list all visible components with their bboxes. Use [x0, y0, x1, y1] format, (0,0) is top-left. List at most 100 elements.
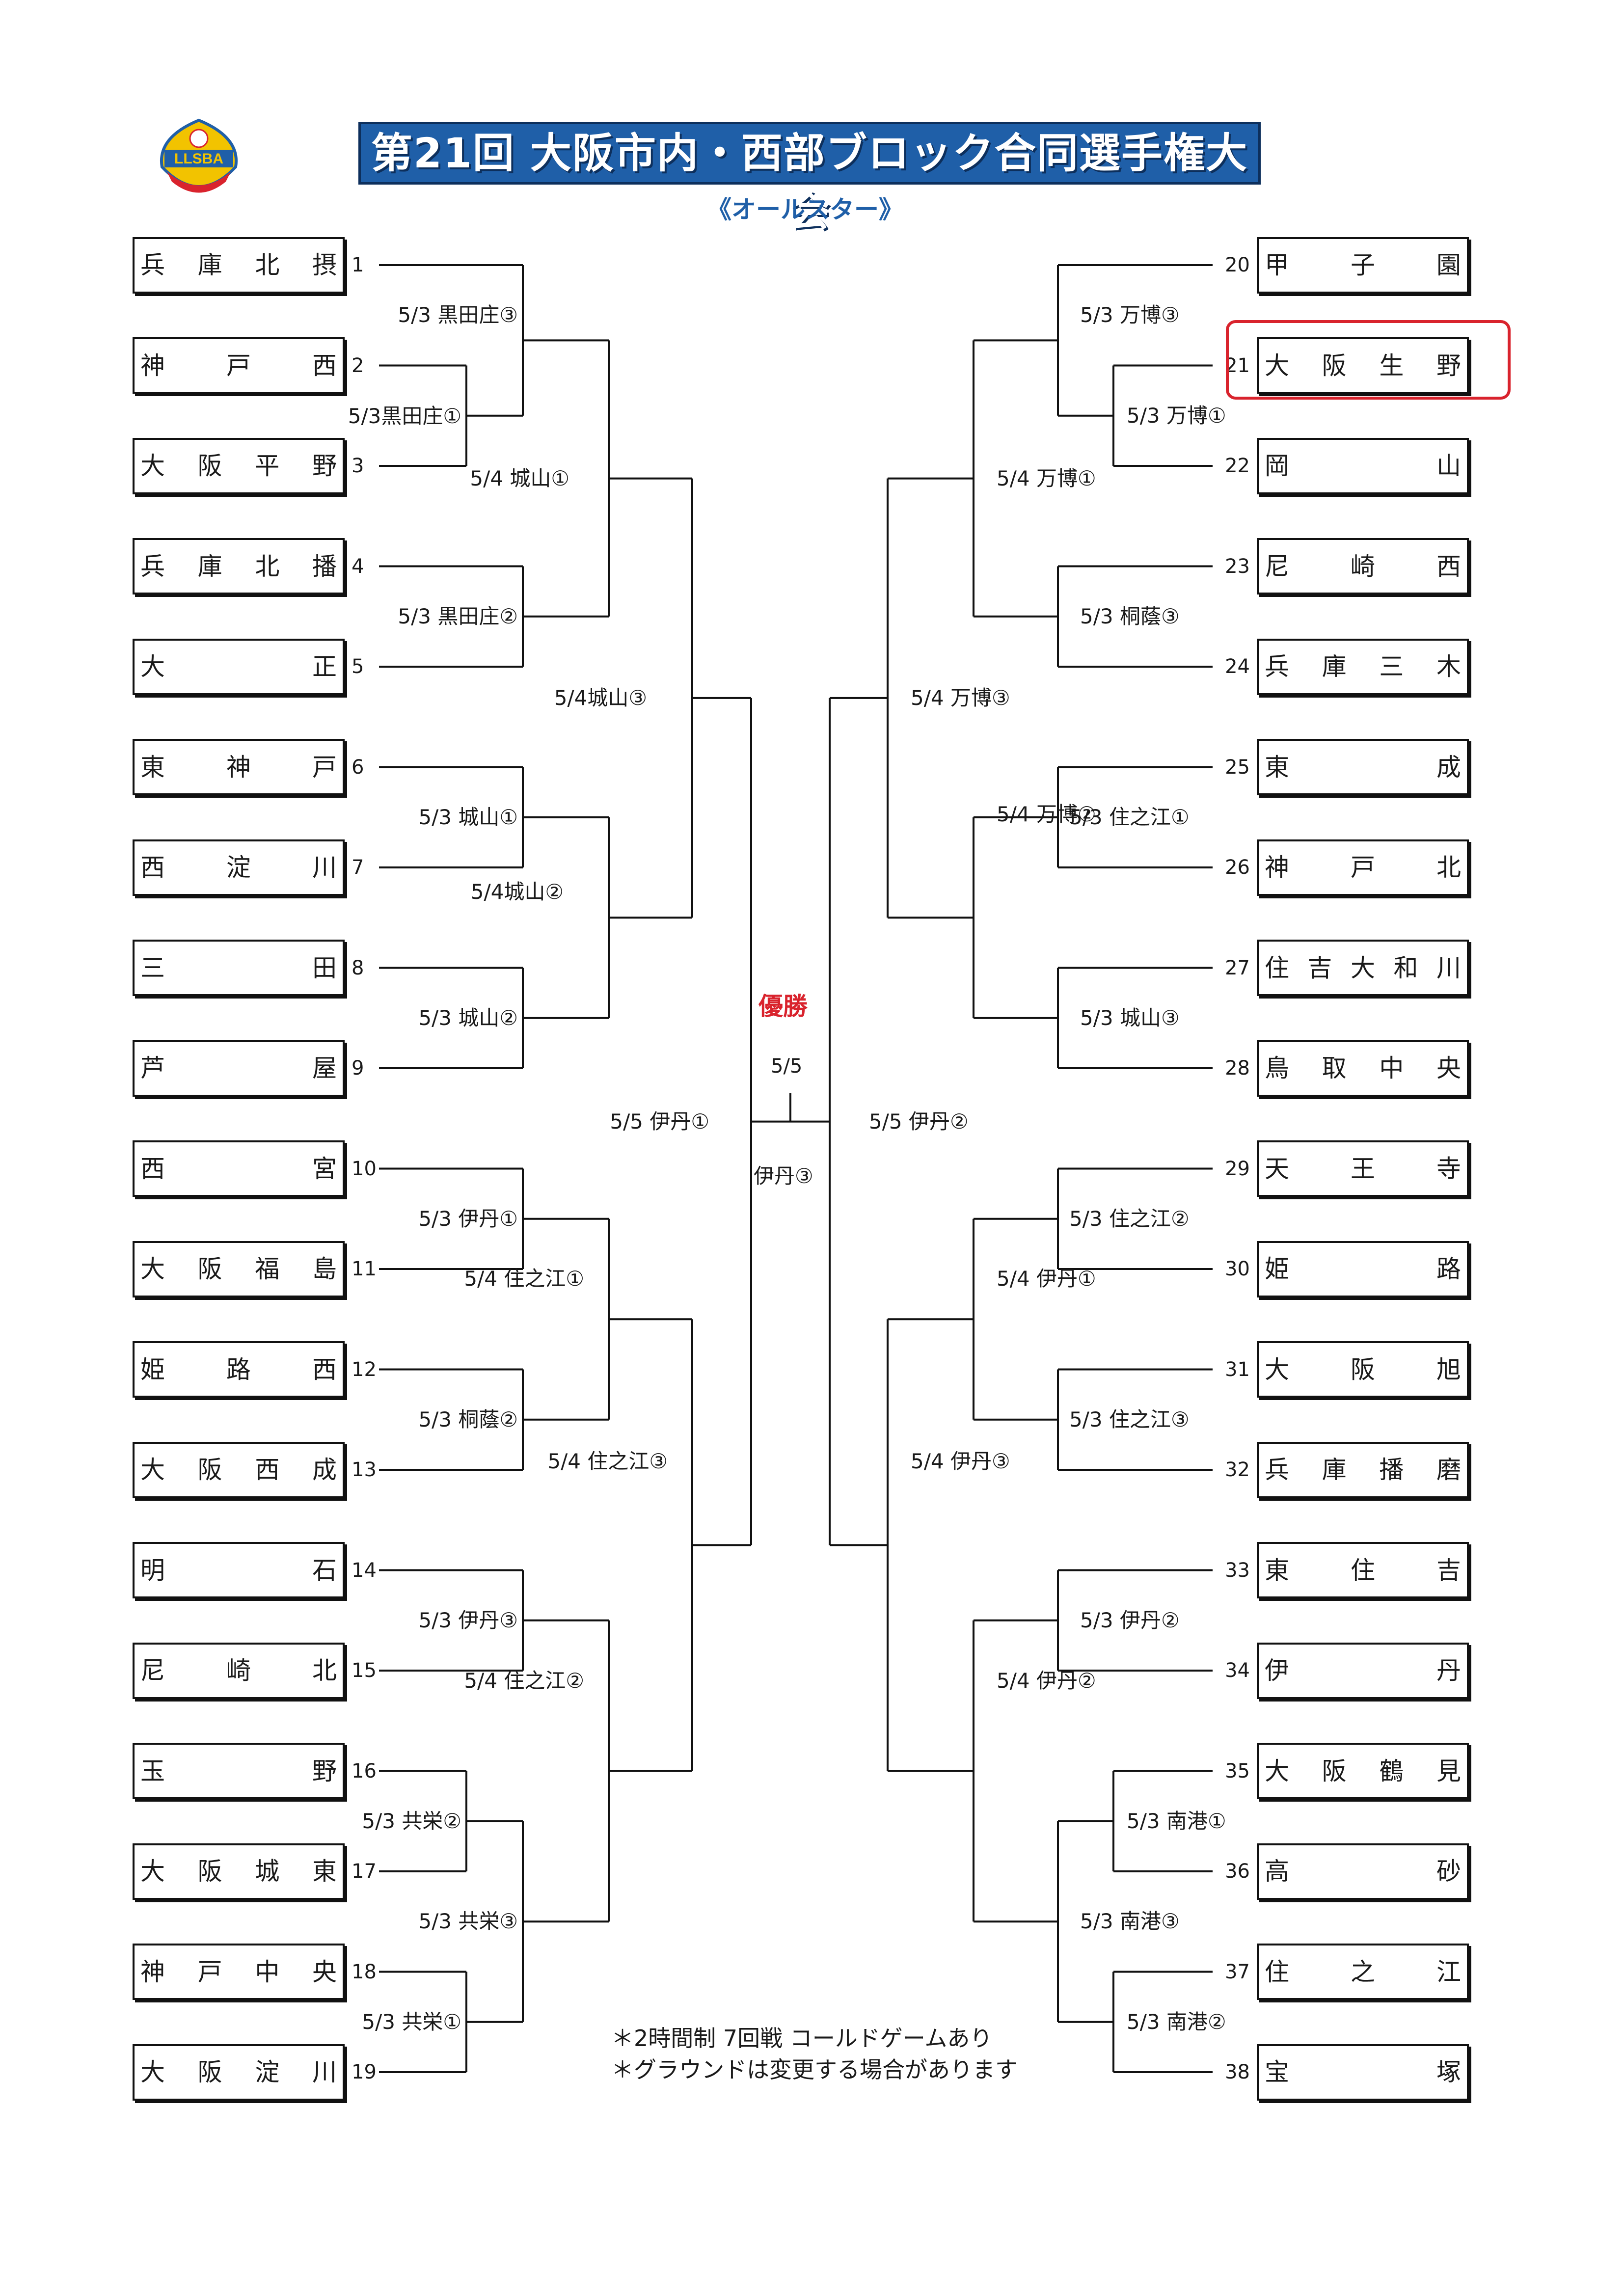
- team-name-char: 西: [140, 1154, 165, 1183]
- match-label: 5/3 住之江①: [1069, 805, 1190, 829]
- match-label: 5/3 城山①: [418, 805, 518, 829]
- match-label: 5/4城山②: [470, 880, 564, 904]
- logo-emblem-icon: LLSBA: [160, 118, 238, 193]
- seed-number: 6: [352, 756, 364, 779]
- team-name-char: 庫: [197, 552, 222, 581]
- team-box: 明石: [133, 1542, 345, 1598]
- seed-number: 15: [352, 1659, 377, 1682]
- team-name-char: 北: [255, 251, 280, 279]
- match-label: 5/3 南港①: [1127, 1809, 1226, 1833]
- team-name: 玉野: [135, 1756, 343, 1786]
- team-name-char: 央: [1436, 1054, 1461, 1082]
- team-name-char: 東: [1265, 1556, 1289, 1585]
- match-label: 5/3 共栄①: [362, 2009, 461, 2034]
- team-name-char: 大: [1265, 351, 1289, 380]
- team-name: 西宮: [135, 1154, 343, 1184]
- team-name-char: 山: [1436, 452, 1461, 480]
- team-box: 東神戸: [133, 739, 345, 795]
- seed-number: 23: [1225, 555, 1250, 578]
- team-name-char: 石: [312, 1556, 337, 1585]
- team-name-char: 野: [312, 1756, 337, 1785]
- team-name: 姫路: [1259, 1254, 1467, 1284]
- team-name-char: 三: [1379, 652, 1404, 681]
- seed-number: 16: [352, 1759, 377, 1783]
- team-name-char: 淀: [226, 853, 251, 882]
- champion-label: 優勝: [758, 992, 808, 1021]
- team-name-char: 兵: [1265, 652, 1289, 681]
- match-label: 5/4 万博③: [911, 685, 1010, 710]
- team-name: 神戸北: [1259, 853, 1467, 882]
- team-name-char: 阪: [1322, 351, 1347, 380]
- team-name: 伊丹: [1259, 1656, 1467, 1685]
- seed-number: 11: [352, 1258, 377, 1280]
- seed-number: 20: [1225, 254, 1250, 276]
- team-name-char: 阪: [1322, 1756, 1347, 1785]
- team-box: 甲子園: [1257, 237, 1469, 294]
- team-name: 鳥取中央: [1259, 1053, 1467, 1083]
- team-name-char: 姫: [140, 1355, 165, 1384]
- team-box: 兵庫三木: [1257, 638, 1469, 695]
- team-box: 大阪西成: [133, 1441, 345, 1498]
- team-box: 兵庫北摂: [133, 237, 345, 294]
- team-name-char: 尼: [1265, 552, 1289, 581]
- final-venue: 伊丹③: [754, 1164, 813, 1188]
- team-name-char: 北: [312, 1656, 337, 1685]
- seed-number: 33: [1225, 1559, 1250, 1582]
- match-label: 5/3 城山③: [1080, 1005, 1180, 1030]
- team-box: 宝塚: [1257, 2044, 1469, 2101]
- svg-text:LLSBA: LLSBA: [174, 151, 223, 167]
- team-name-char: 伊: [1265, 1656, 1289, 1685]
- team-name-char: 天: [1265, 1154, 1289, 1183]
- match-label: 5/4 万博②: [997, 802, 1096, 827]
- team-box: 伊丹: [1257, 1642, 1469, 1699]
- team-name-char: 寺: [1436, 1154, 1461, 1183]
- team-name-char: 神: [140, 1957, 165, 1986]
- match-label: 5/4城山③: [554, 685, 647, 710]
- highlight-box: [1226, 320, 1511, 400]
- match-label: 5/4 万博①: [997, 466, 1096, 490]
- team-name-char: 大: [140, 1456, 165, 1484]
- team-name: 大阪淀川: [135, 2057, 343, 2087]
- team-name-char: 播: [1379, 1456, 1404, 1484]
- seed-number: 24: [1225, 655, 1250, 678]
- team-name-char: 東: [1265, 753, 1289, 782]
- team-box: 岡山: [1257, 437, 1469, 494]
- team-name-char: 中: [1379, 1054, 1404, 1082]
- team-name-char: 磨: [1436, 1456, 1461, 1484]
- seed-number: 32: [1225, 1459, 1250, 1481]
- team-box: 大阪鶴見: [1257, 1743, 1469, 1799]
- team-box: 大正: [133, 638, 345, 695]
- team-name-char: 西: [140, 853, 165, 882]
- team-name-char: 庫: [197, 251, 222, 279]
- team-name: 大阪西成: [135, 1455, 343, 1485]
- team-name-char: 大: [1265, 1355, 1289, 1384]
- team-name-char: 子: [1351, 251, 1375, 279]
- match-label: 5/5 伊丹②: [869, 1109, 969, 1134]
- team-name: 三田: [135, 953, 343, 983]
- match-label: 5/5 伊丹①: [610, 1109, 709, 1134]
- team-name-char: 之: [1351, 1957, 1375, 1986]
- seed-number: 30: [1225, 1258, 1250, 1280]
- team-name-char: 路: [226, 1355, 251, 1384]
- team-name-char: 木: [1436, 652, 1461, 681]
- team-box: 西宮: [133, 1140, 345, 1197]
- team-name: 高砂: [1259, 1857, 1467, 1886]
- team-name: 甲子園: [1259, 250, 1467, 280]
- team-name-char: 西: [312, 351, 337, 380]
- team-name-char: 平: [255, 452, 280, 480]
- seed-number: 8: [352, 956, 364, 979]
- team-box: 姫路: [1257, 1241, 1469, 1297]
- match-label: 5/3 万博①: [1127, 403, 1226, 428]
- match-label: 5/4 住之江②: [464, 1669, 584, 1693]
- team-name-char: 大: [140, 1857, 165, 1886]
- team-name-char: 西: [1436, 552, 1461, 581]
- team-name-char: 丹: [1436, 1656, 1461, 1685]
- team-box: 大阪生野: [1257, 337, 1469, 394]
- seed-number: 18: [352, 1960, 377, 1983]
- seed-number: 3: [352, 455, 364, 477]
- seed-number: 2: [352, 354, 364, 377]
- team-name: 東住吉: [1259, 1556, 1467, 1585]
- team-name-char: 崎: [226, 1656, 251, 1685]
- match-label: 5/3 伊丹③: [418, 1608, 518, 1632]
